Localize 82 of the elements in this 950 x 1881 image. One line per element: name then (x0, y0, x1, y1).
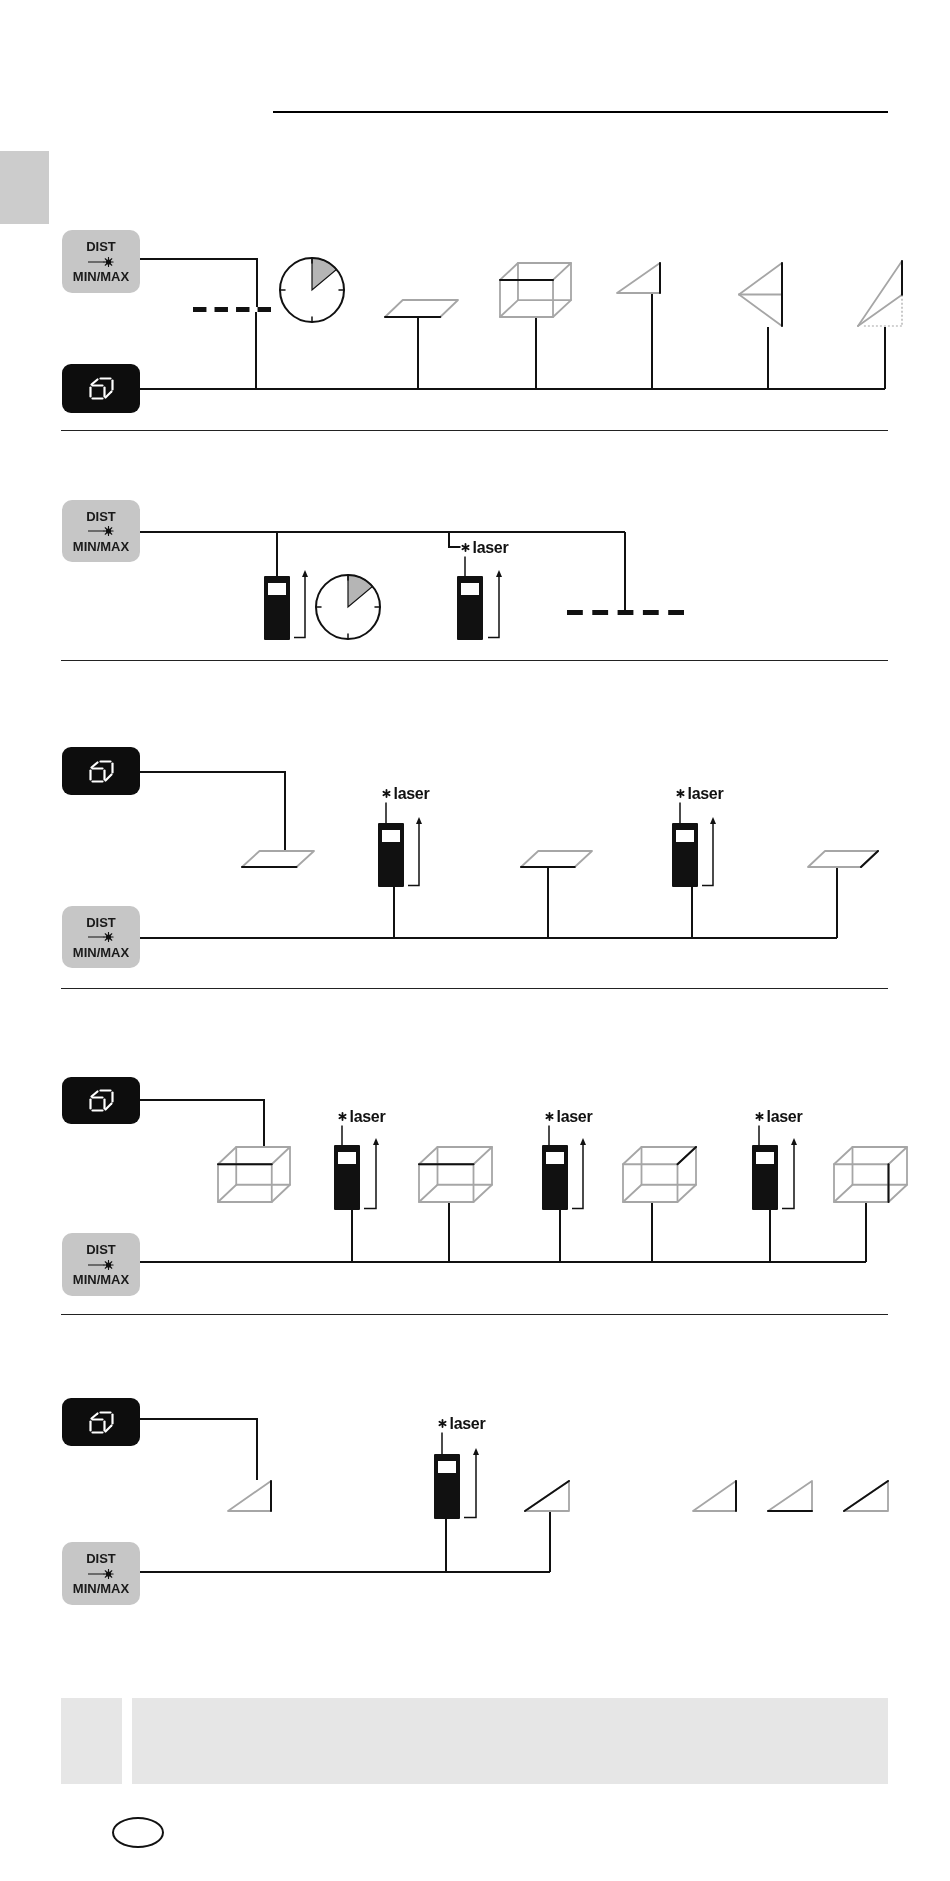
dist-button: DIST MIN/MAX (62, 230, 140, 293)
double-triangle-icon (738, 262, 783, 327)
measuring-device-icon (672, 823, 698, 887)
leader-line (341, 1124, 343, 1146)
connector-line (448, 1202, 450, 1263)
leader-line (679, 801, 681, 824)
triangle-icon (843, 1480, 889, 1512)
triangle-icon (767, 1480, 813, 1512)
parallelogram-icon (520, 850, 593, 868)
leader-line (548, 1124, 550, 1146)
connector-line (865, 1202, 867, 1263)
dist-button: DIST MIN/MAX (62, 906, 140, 968)
triangle-icon (524, 1480, 570, 1512)
measuring-device-icon (378, 823, 404, 887)
connector-line (549, 1511, 551, 1573)
connector-line (139, 388, 886, 390)
cube-icon (418, 1146, 493, 1203)
function-button (62, 1398, 140, 1446)
parallelogram-icon (807, 850, 879, 868)
leader-line (385, 801, 387, 824)
connector-line (276, 531, 278, 577)
dashed-line-icon (567, 610, 684, 615)
connector-line (351, 1209, 353, 1263)
triangle-icon (857, 260, 903, 327)
connector-line (139, 1418, 258, 1481)
connector-line (445, 1518, 447, 1573)
parallelogram-icon (384, 299, 459, 318)
measuring-device-icon (334, 1145, 360, 1210)
function-button (62, 364, 140, 413)
laser-label: laser (766, 1106, 803, 1126)
measuring-device-icon (264, 576, 290, 640)
dashed-line-icon (193, 307, 271, 312)
leader-line (758, 1124, 760, 1146)
connector-line (139, 771, 286, 851)
connector-line (255, 311, 257, 390)
measuring-device-icon (752, 1145, 778, 1210)
cube-icon (499, 262, 572, 318)
connector-line (547, 867, 549, 939)
measuring-device-icon (457, 576, 483, 640)
parallelogram-icon (241, 850, 315, 868)
connector-line (139, 1261, 867, 1263)
triangle-icon (692, 1480, 737, 1512)
cube-icon (622, 1146, 697, 1203)
laser-label: laser (556, 1106, 593, 1126)
triangle-icon (227, 1480, 272, 1512)
measuring-device-icon (542, 1145, 568, 1210)
connector-line (139, 1099, 265, 1147)
connector-line (139, 937, 838, 939)
clock-icon (315, 574, 381, 640)
connector-line (535, 317, 537, 390)
connector-line (559, 1209, 561, 1263)
laser-label: laser (687, 783, 724, 803)
connector-line (767, 326, 769, 390)
triangle-icon (616, 262, 661, 294)
connector-line (769, 1209, 771, 1263)
connector-line (691, 886, 693, 939)
dist-button: DIST MIN/MAX (62, 1233, 140, 1296)
connector-line (139, 258, 258, 308)
cube-icon (833, 1146, 908, 1203)
function-button (62, 1077, 140, 1124)
laser-label: laser (472, 537, 509, 557)
connector-line (448, 531, 462, 548)
laser-label: laser (449, 1413, 486, 1433)
laser-label: laser (393, 783, 430, 803)
measuring-device-icon (434, 1454, 460, 1519)
connector-line (836, 867, 838, 939)
connector-line (417, 317, 419, 390)
connector-line (651, 1202, 653, 1263)
function-button (62, 747, 140, 795)
leader-line (464, 555, 466, 577)
dist-button: DIST MIN/MAX (62, 1542, 140, 1605)
connector-line (884, 326, 886, 390)
cube-icon (217, 1146, 291, 1203)
connector-line (139, 531, 626, 533)
leader-line (441, 1431, 443, 1455)
clock-icon (279, 257, 345, 323)
connector-line (624, 531, 626, 611)
dist-button: DIST MIN/MAX (62, 500, 140, 562)
connector-line (139, 1571, 551, 1573)
connector-line (393, 886, 395, 939)
laser-label: laser (349, 1106, 386, 1126)
connector-line (651, 293, 653, 390)
